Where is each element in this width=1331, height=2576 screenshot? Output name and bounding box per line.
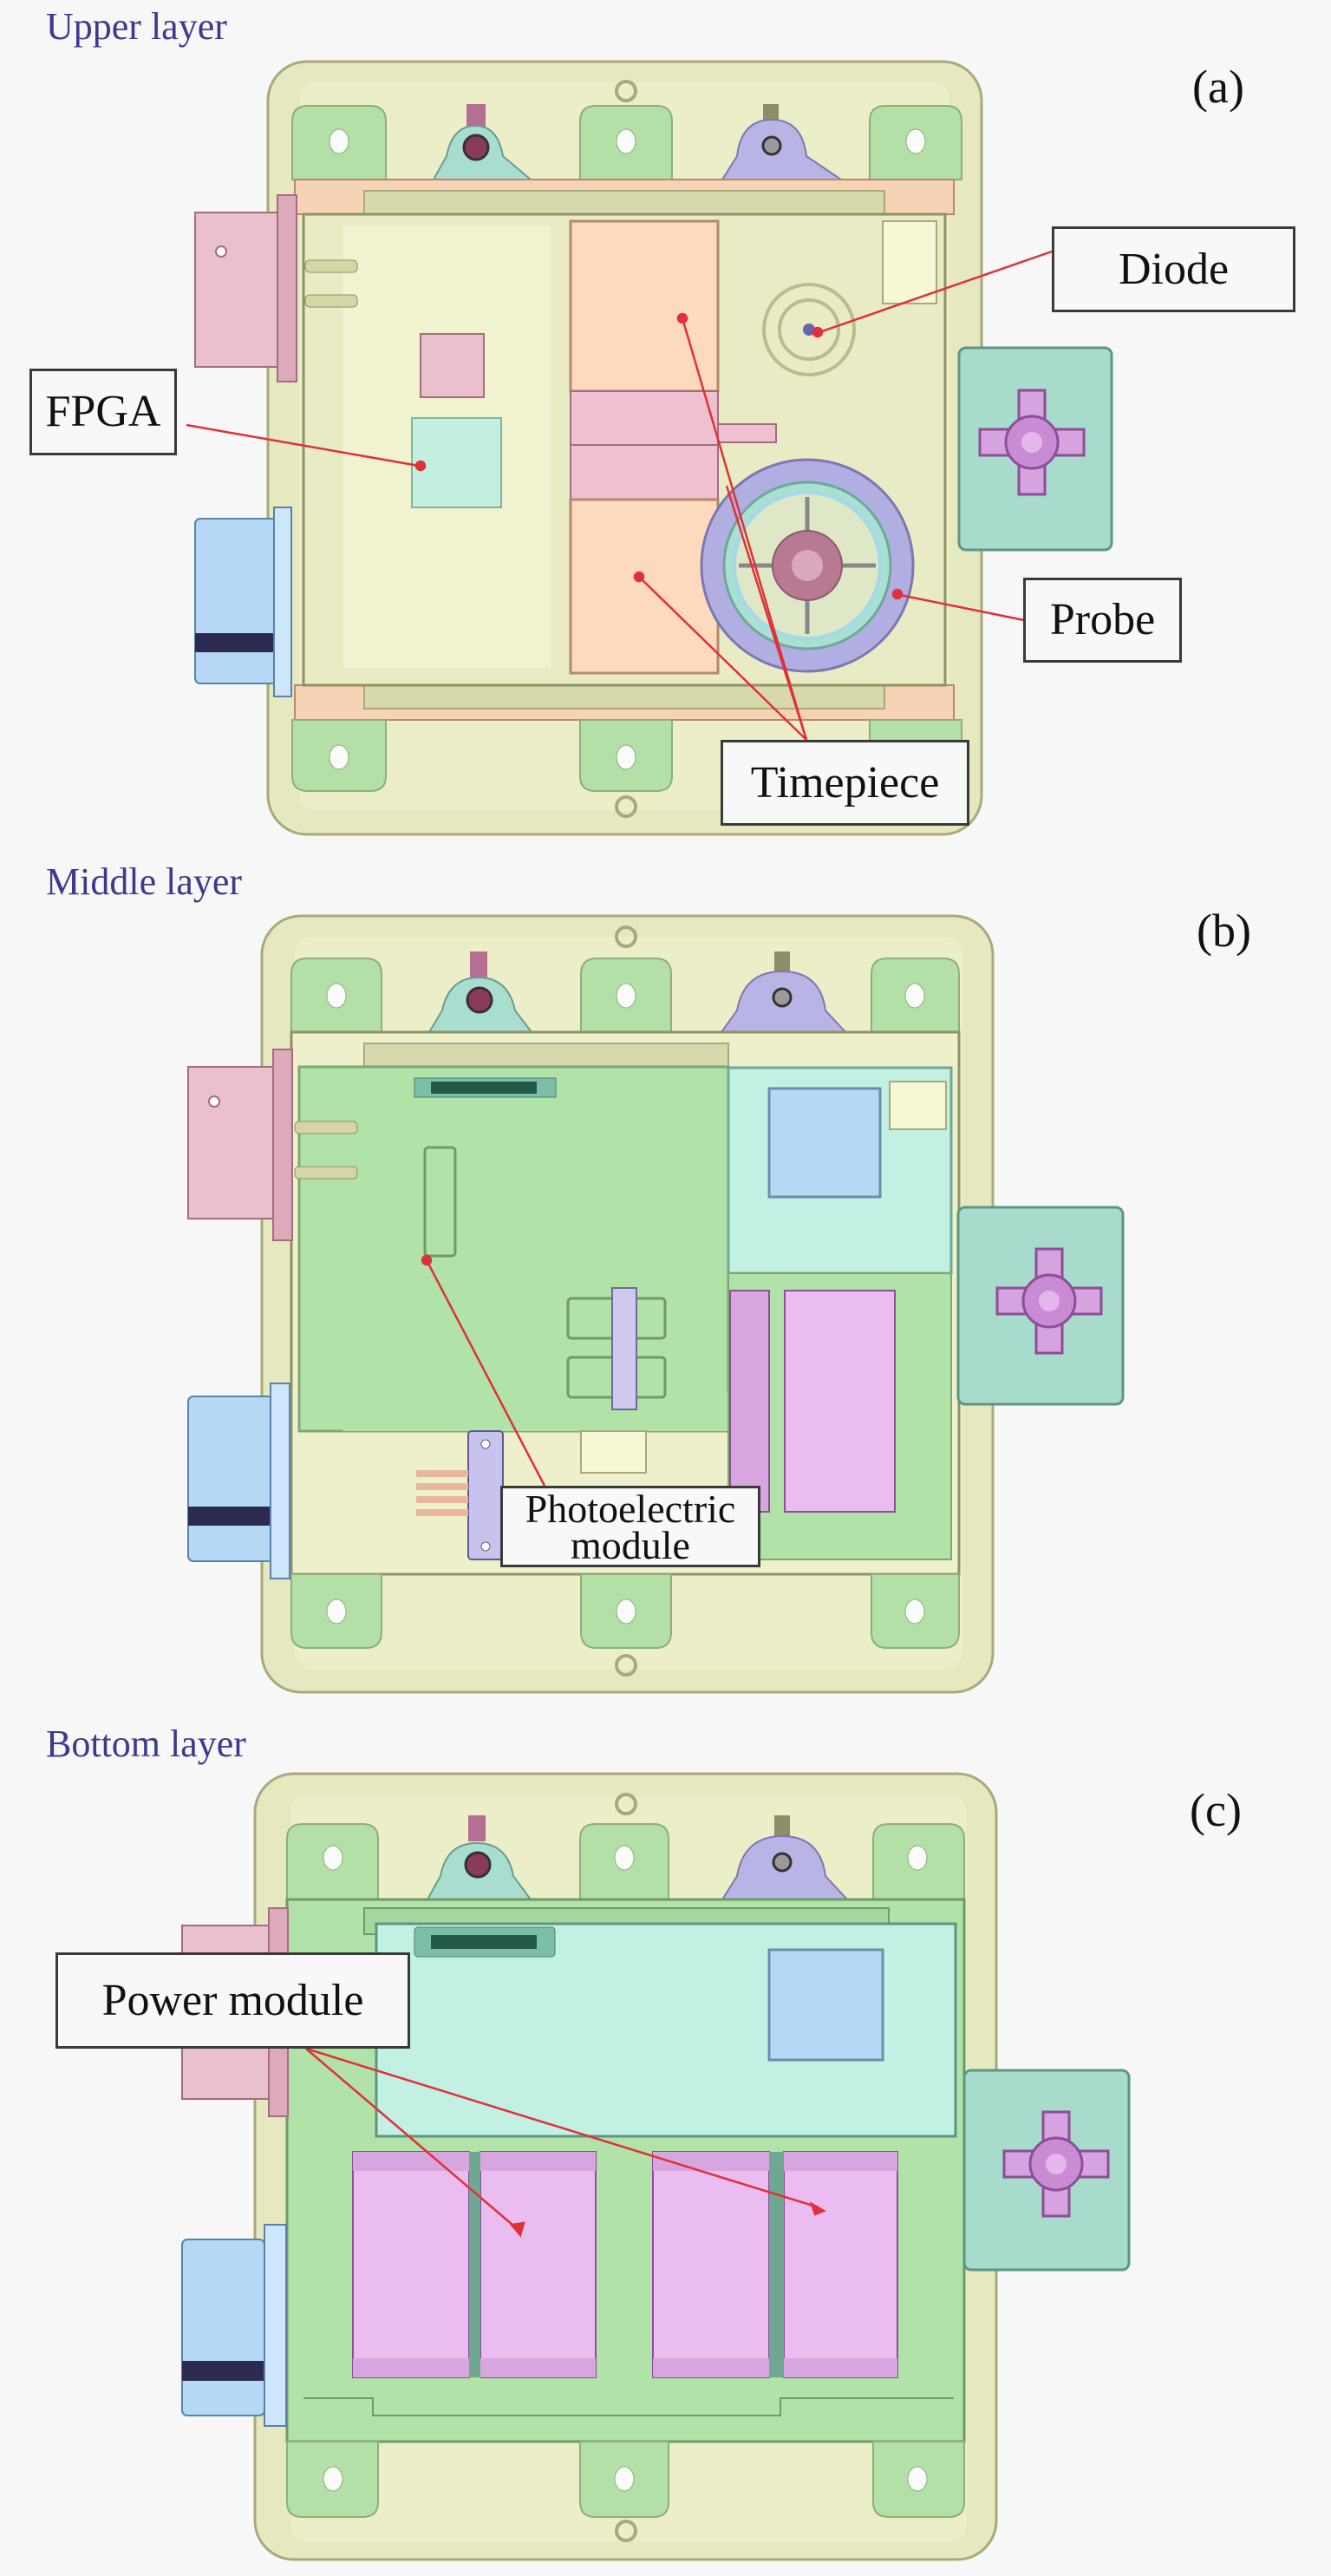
- small-chip-pink: [420, 333, 485, 398]
- power-cell-2: [480, 2151, 597, 2378]
- pcb-blue-chip: [767, 1948, 884, 2062]
- mounting-hole: [616, 128, 636, 154]
- lifting-ring-bottom: [615, 1654, 637, 1677]
- lifting-ring-bottom: [615, 795, 637, 818]
- leader-lines: [305, 2047, 826, 2238]
- connector-right: [962, 2069, 1131, 2272]
- bracket-teal: [432, 104, 533, 180]
- fpga-chip: [411, 417, 502, 508]
- leader-lines: [421, 1254, 546, 1487]
- pcb-lavender-bar: [611, 1287, 637, 1410]
- connector-pink-left: [194, 194, 358, 382]
- mounting-tabs-bottom: [290, 1573, 960, 1649]
- pink-bar-lower: [570, 444, 719, 500]
- panel-upper-layer: Upper layer (a) Diode FPGA Probe Timepie…: [0, 0, 1331, 846]
- lifting-ring-bottom: [615, 2520, 637, 2542]
- callout-timepiece: Timepiece: [721, 740, 969, 826]
- mounting-hole: [329, 128, 349, 154]
- callout-photoelectric-line2: module: [571, 1523, 690, 1567]
- bracket-purple: [721, 104, 845, 180]
- timepiece-block-lower: [569, 498, 720, 675]
- panel-label-a: (a): [1192, 61, 1244, 113]
- board-connector-slot: [431, 1082, 537, 1094]
- leader-line-timepiece-1: [681, 317, 808, 741]
- callout-probe: Probe: [1023, 578, 1182, 663]
- power-cell-1: [352, 2151, 470, 2378]
- mounting-tabs-bottom: [286, 2441, 965, 2518]
- pcb-slot-component: [423, 1146, 457, 1258]
- leader-lines: [186, 250, 1053, 741]
- mounting-tabs-top: [290, 958, 960, 1033]
- diode-component: [762, 283, 856, 376]
- leader-line-power-1: [305, 2048, 519, 2231]
- pcb-main-green: [297, 1065, 730, 1433]
- pink-tab: [717, 423, 777, 443]
- panel-bottom-layer: Bottom layer (c) Power module: [0, 1713, 1331, 2576]
- connector-pink-left: [187, 1049, 358, 1241]
- panel-middle-layer: Middle layer (b) Photoelectric module: [0, 854, 1331, 1709]
- mounting-hole: [905, 128, 926, 154]
- bottom-layer-assembly-drawing: [181, 1772, 1131, 2561]
- leader-line-probe: [899, 593, 1025, 622]
- lifting-ring-top: [615, 925, 637, 948]
- connector-blue-left: [181, 2224, 287, 2427]
- frame-inner-rail-bottom: [303, 2397, 954, 2416]
- leader-line-timepiece-2: [638, 576, 807, 741]
- mounting-tabs-top: [291, 105, 962, 180]
- mounting-tabs-top: [286, 1823, 965, 1900]
- bracket-teal: [427, 951, 534, 1033]
- board-connector-slot: [431, 1935, 537, 1949]
- lifting-ring-top: [615, 80, 637, 102]
- connector-right: [957, 346, 1113, 552]
- callout-photoelectric-line1: Photoelectric: [525, 1487, 736, 1531]
- layer-title-upper: Upper layer: [46, 5, 227, 48]
- panel-label-b: (b): [1197, 905, 1251, 957]
- cap-block: [882, 220, 937, 304]
- mounting-tabs-bottom: [291, 719, 962, 792]
- layer-title-bottom: Bottom layer: [46, 1723, 246, 1765]
- callout-fpga: FPGA: [29, 369, 177, 455]
- power-module-cells: [352, 2151, 898, 2378]
- callout-diode: Diode: [1052, 226, 1295, 312]
- connector-blue-left: [194, 507, 292, 697]
- leader-line-diode: [819, 250, 1053, 334]
- frame-inner-rail-top: [363, 1043, 729, 1068]
- pcb-lower-extension: [343, 1392, 728, 1431]
- pcb-side-block: [889, 1081, 947, 1130]
- panel-label-c: (c): [1190, 1784, 1242, 1836]
- power-cell-3: [652, 2151, 770, 2378]
- bracket-purple: [720, 951, 848, 1033]
- layer-title-middle: Middle layer: [46, 860, 243, 903]
- frame-inner-rail-top: [363, 190, 885, 215]
- pink-bar-upper: [570, 390, 719, 446]
- leader-line-power-2: [305, 2047, 819, 2209]
- leader-line-timepiece-3: [725, 485, 808, 741]
- pink-module-narrow: [729, 1290, 770, 1513]
- upper-layer-assembly-drawing: [186, 60, 1113, 836]
- connector-right: [956, 1206, 1125, 1406]
- connector-blue-left: [187, 1383, 290, 1579]
- pcb-blue-chip: [767, 1087, 882, 1199]
- callout-photoelectric-module: Photoelectric module: [500, 1486, 760, 1567]
- lifting-ring-top: [615, 1793, 637, 1815]
- middle-layer-assembly-drawing: [187, 914, 1125, 1694]
- power-cell-4: [783, 2151, 898, 2378]
- photoelectric-component: [416, 1430, 647, 1560]
- bracket-teal: [426, 1815, 532, 1900]
- timepiece-block-upper: [569, 219, 720, 393]
- bracket-purple: [721, 1815, 850, 1900]
- pink-module-wide: [784, 1290, 896, 1513]
- leader-line-fpga: [186, 423, 420, 467]
- frame-inner-rail-bottom: [363, 684, 885, 709]
- leader-line-photoelectric: [426, 1261, 546, 1487]
- callout-power-module: Power module: [55, 1952, 410, 2049]
